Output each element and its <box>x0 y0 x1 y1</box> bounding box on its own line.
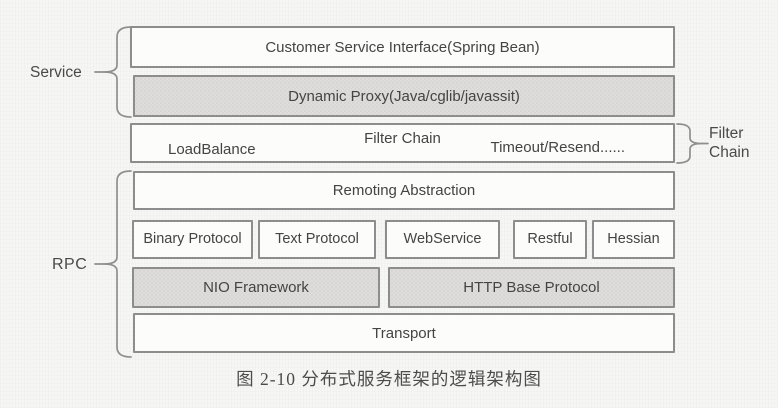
filter-chain-group-label-line2: Chain <box>709 144 750 161</box>
rpc-group-label: RPC <box>52 256 88 273</box>
filter-chain-group-label: Filter Chain <box>709 124 750 162</box>
box-restful: Restful <box>513 220 587 259</box>
filter-chain-label: Filter Chain <box>364 130 441 147</box>
box-text-protocol: Text Protocol <box>258 220 376 259</box>
filter-chain-group-label-line1: Filter <box>709 125 744 142</box>
service-brace <box>94 26 132 118</box>
filter-chain-brace <box>676 123 709 164</box>
filter-timeout-resend-label: Timeout/Resend...... <box>490 139 625 156</box>
rpc-brace <box>94 170 132 358</box>
box-customer-service-interface: Customer Service Interface(Spring Bean) <box>130 26 675 68</box>
box-filter-chain: LoadBalance Filter Chain Timeout/Resend.… <box>130 123 675 163</box>
box-binary-protocol: Binary Protocol <box>132 220 253 259</box>
box-webservice: WebService <box>385 220 500 259</box>
box-http-base-protocol: HTTP Base Protocol <box>388 267 675 308</box>
box-hessian: Hessian <box>592 220 675 259</box>
box-dynamic-proxy: Dynamic Proxy(Java/cglib/javassit) <box>133 75 675 117</box>
box-transport: Transport <box>133 313 675 353</box>
figure-caption: 图 2-10 分布式服务框架的逻辑架构图 <box>236 369 542 389</box>
box-remoting-abstraction: Remoting Abstraction <box>133 171 675 210</box>
filter-loadbalance-label: LoadBalance <box>168 141 256 158</box>
service-group-label: Service <box>30 64 82 81</box>
box-nio-framework: NIO Framework <box>132 267 380 308</box>
